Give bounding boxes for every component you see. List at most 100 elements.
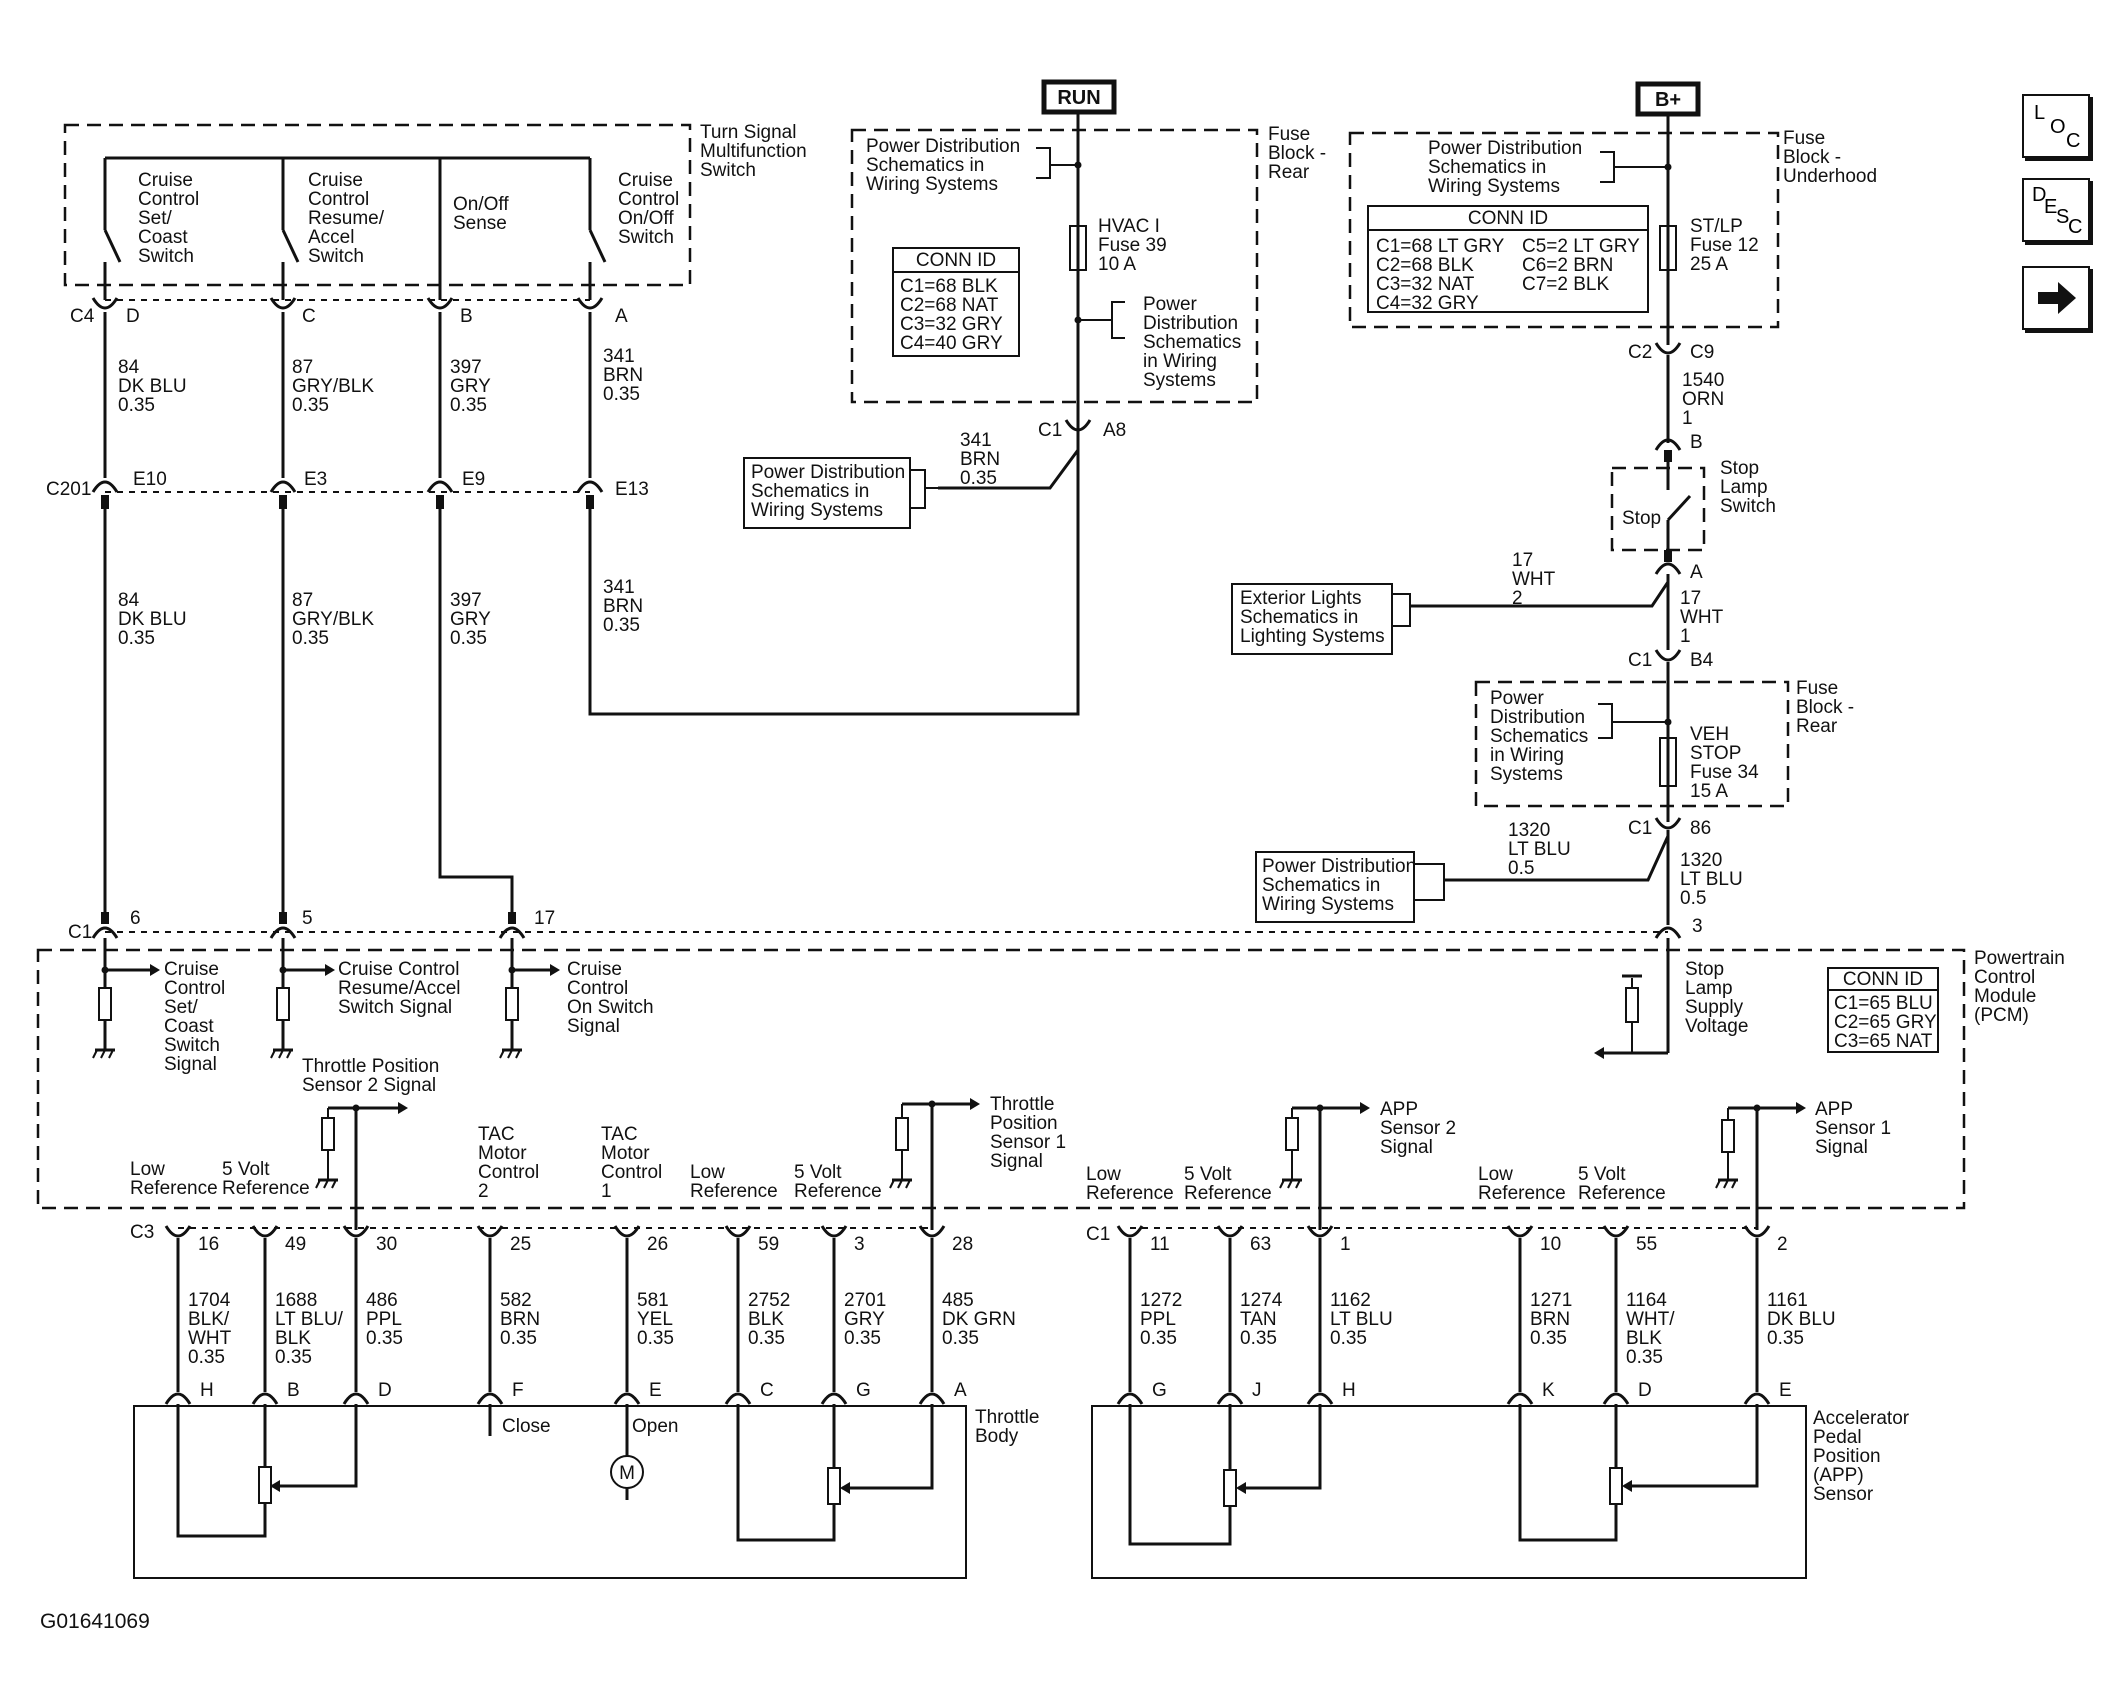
app-top-terminal (1602, 1225, 1630, 1238)
tb-top-terminal (724, 1225, 752, 1238)
connector-c4: C4 D C B A (70, 297, 628, 327)
pcm-input-setcoast: Cruise Control Set/ Coast Switch Signal (92, 938, 225, 1075)
next-button[interactable] (2022, 266, 2090, 330)
stopfeed-num: 1540 (1682, 370, 1724, 391)
c1pcm-3: 3 (1692, 916, 1703, 937)
tb-wire-label: 581 (637, 1290, 669, 1311)
tb-bottom-pin: D (378, 1380, 392, 1401)
desc-button[interactable]: D E S C (2022, 178, 2090, 242)
stopout-size: 1 (1680, 626, 1691, 647)
w4u-size: 0.35 (603, 384, 640, 405)
pcm-tps1-circuit: Throttle Position Sensor 1 Signal (889, 1094, 1066, 1230)
app-bottom-pin: H (1342, 1380, 1356, 1401)
tac1-3: Control (601, 1162, 662, 1183)
fbu-ref-3: Wiring Systems (1428, 176, 1560, 197)
fuse-block-rear: Fuse Block - Rear Power Distribution Sch… (850, 124, 1326, 420)
sw1-l5: Switch (138, 246, 194, 267)
tb-wire-label: 0.35 (844, 1328, 881, 1349)
sw4-l2: Control (618, 189, 679, 210)
loc-button[interactable]: L O C (2022, 94, 2090, 158)
extref-1: Exterior Lights (1240, 588, 1361, 609)
tac1-2: Motor (601, 1143, 650, 1164)
tb-top-terminal (820, 1225, 848, 1238)
lowref-c-2: Reference (1086, 1183, 1174, 1204)
turn-signal-title-3: Switch (700, 160, 756, 181)
connector-c1-app: C1 (1086, 1224, 1757, 1245)
tb-wire-label: 0.35 (748, 1328, 785, 1349)
tb-bottom-terminal (820, 1392, 848, 1405)
throttle-body: Throttle Body Close Open M (133, 1404, 1039, 1579)
right-arrow-icon (2038, 282, 2076, 314)
stopfeed-size: 1 (1682, 408, 1693, 429)
sw3-l2: Sense (453, 213, 507, 234)
tb-bottom-pin: E (649, 1380, 662, 1401)
vsout-color: LT BLU (1680, 869, 1743, 890)
app-bottom-pin: K (1542, 1380, 1555, 1401)
tps1-1: Throttle (990, 1094, 1054, 1115)
c2c9-c9: C9 (1690, 342, 1714, 363)
app-title-4: (APP) (1813, 1465, 1864, 1486)
app-wire-label: BLK (1626, 1328, 1662, 1349)
c186-86: 86 (1690, 818, 1711, 839)
loc-l: L (2034, 102, 2046, 124)
desc-s: S (2056, 206, 2070, 228)
w4u-num: 341 (603, 346, 635, 367)
bplus-label: B+ (1655, 89, 1681, 111)
fbr-conn-1: C1=68 BLK (900, 276, 998, 297)
fbr-ref2-5: Systems (1143, 370, 1216, 391)
lower-wire-labels: 84 DK BLU 0.35 87 GRY/BLK 0.35 397 GRY 0… (118, 577, 643, 649)
sig2-2: Resume/Accel (338, 978, 461, 999)
c4-pin-d: D (126, 306, 140, 327)
tb-bottom-terminal (476, 1392, 504, 1405)
pcm-module: Powertrain Control Module (PCM) CONN ID … (36, 938, 2065, 1230)
tb-wire-label: BLK (748, 1309, 784, 1330)
tb-top-pin: 59 (758, 1234, 779, 1255)
fuse-block-underhood: Fuse Block - Underhood Power Distributio… (1348, 114, 1877, 345)
w1u-num: 84 (118, 357, 140, 378)
pcm-input-onswitch: Cruise Control On Switch Signal (499, 938, 654, 1059)
c1b4-c1: C1 (1628, 650, 1652, 671)
fbr2-ref-2: Distribution (1490, 707, 1585, 728)
power-dist-ref-3: Power Distribution Schematics in Wiring … (1255, 851, 1445, 923)
loc-c: C (2066, 130, 2081, 152)
c4-pin-a: A (615, 306, 628, 327)
tb-top-terminal (164, 1225, 192, 1238)
runfeed-color: BRN (960, 449, 1000, 470)
fbr-ref-2: Schematics in (866, 155, 984, 176)
w3u-color: GRY (450, 376, 491, 397)
fbr2-title-2: Block - (1796, 697, 1854, 718)
tps1-4: Signal (990, 1151, 1043, 1172)
w1l-color: DK BLU (118, 609, 187, 630)
fbr2-ref-1: Power (1490, 688, 1545, 709)
fbr-conn-2: C2=68 NAT (900, 295, 999, 316)
tb-wire-label: LT BLU/ (275, 1309, 344, 1330)
app-bottom-terminal (1116, 1392, 1144, 1405)
sw4-l4: Switch (618, 227, 674, 248)
lowref-a-2: Reference (130, 1178, 218, 1199)
app2-2: Sensor 2 (1380, 1118, 1456, 1139)
sw1-l2: Control (138, 189, 199, 210)
tb-bottom-pin: F (512, 1380, 524, 1401)
c186-c1: C1 (1628, 818, 1652, 839)
tb-top-terminal (476, 1225, 504, 1238)
app-wire-label: 0.35 (1330, 1328, 1367, 1349)
app-bottom-pin: D (1638, 1380, 1652, 1401)
lowref-b-1: Low (690, 1162, 725, 1183)
app-bottom-terminal (1743, 1392, 1771, 1405)
app-top-pin: 55 (1636, 1234, 1657, 1255)
switch-onoff-sense: On/Off Sense (453, 194, 509, 234)
app-top-terminal (1743, 1225, 1771, 1238)
tb-top-terminal (251, 1225, 279, 1238)
stopext-color: WHT (1512, 569, 1556, 590)
fbu-conn-id-table (1367, 205, 1649, 313)
tb-top-terminal (613, 1225, 641, 1238)
bplus-power-source: B+ (1635, 81, 1701, 117)
fbu-ref-2: Schematics in (1428, 157, 1546, 178)
connector-c2-c9: C2 C9 (1628, 342, 1714, 363)
figure-id: G01641069 (40, 1610, 150, 1633)
w2l-size: 0.35 (292, 628, 329, 649)
vsext-color: LT BLU (1508, 839, 1571, 860)
tb-bottom-terminal (613, 1392, 641, 1405)
turn-signal-title-1: Turn Signal (700, 122, 796, 143)
fbr2-title-3: Rear (1796, 716, 1838, 737)
